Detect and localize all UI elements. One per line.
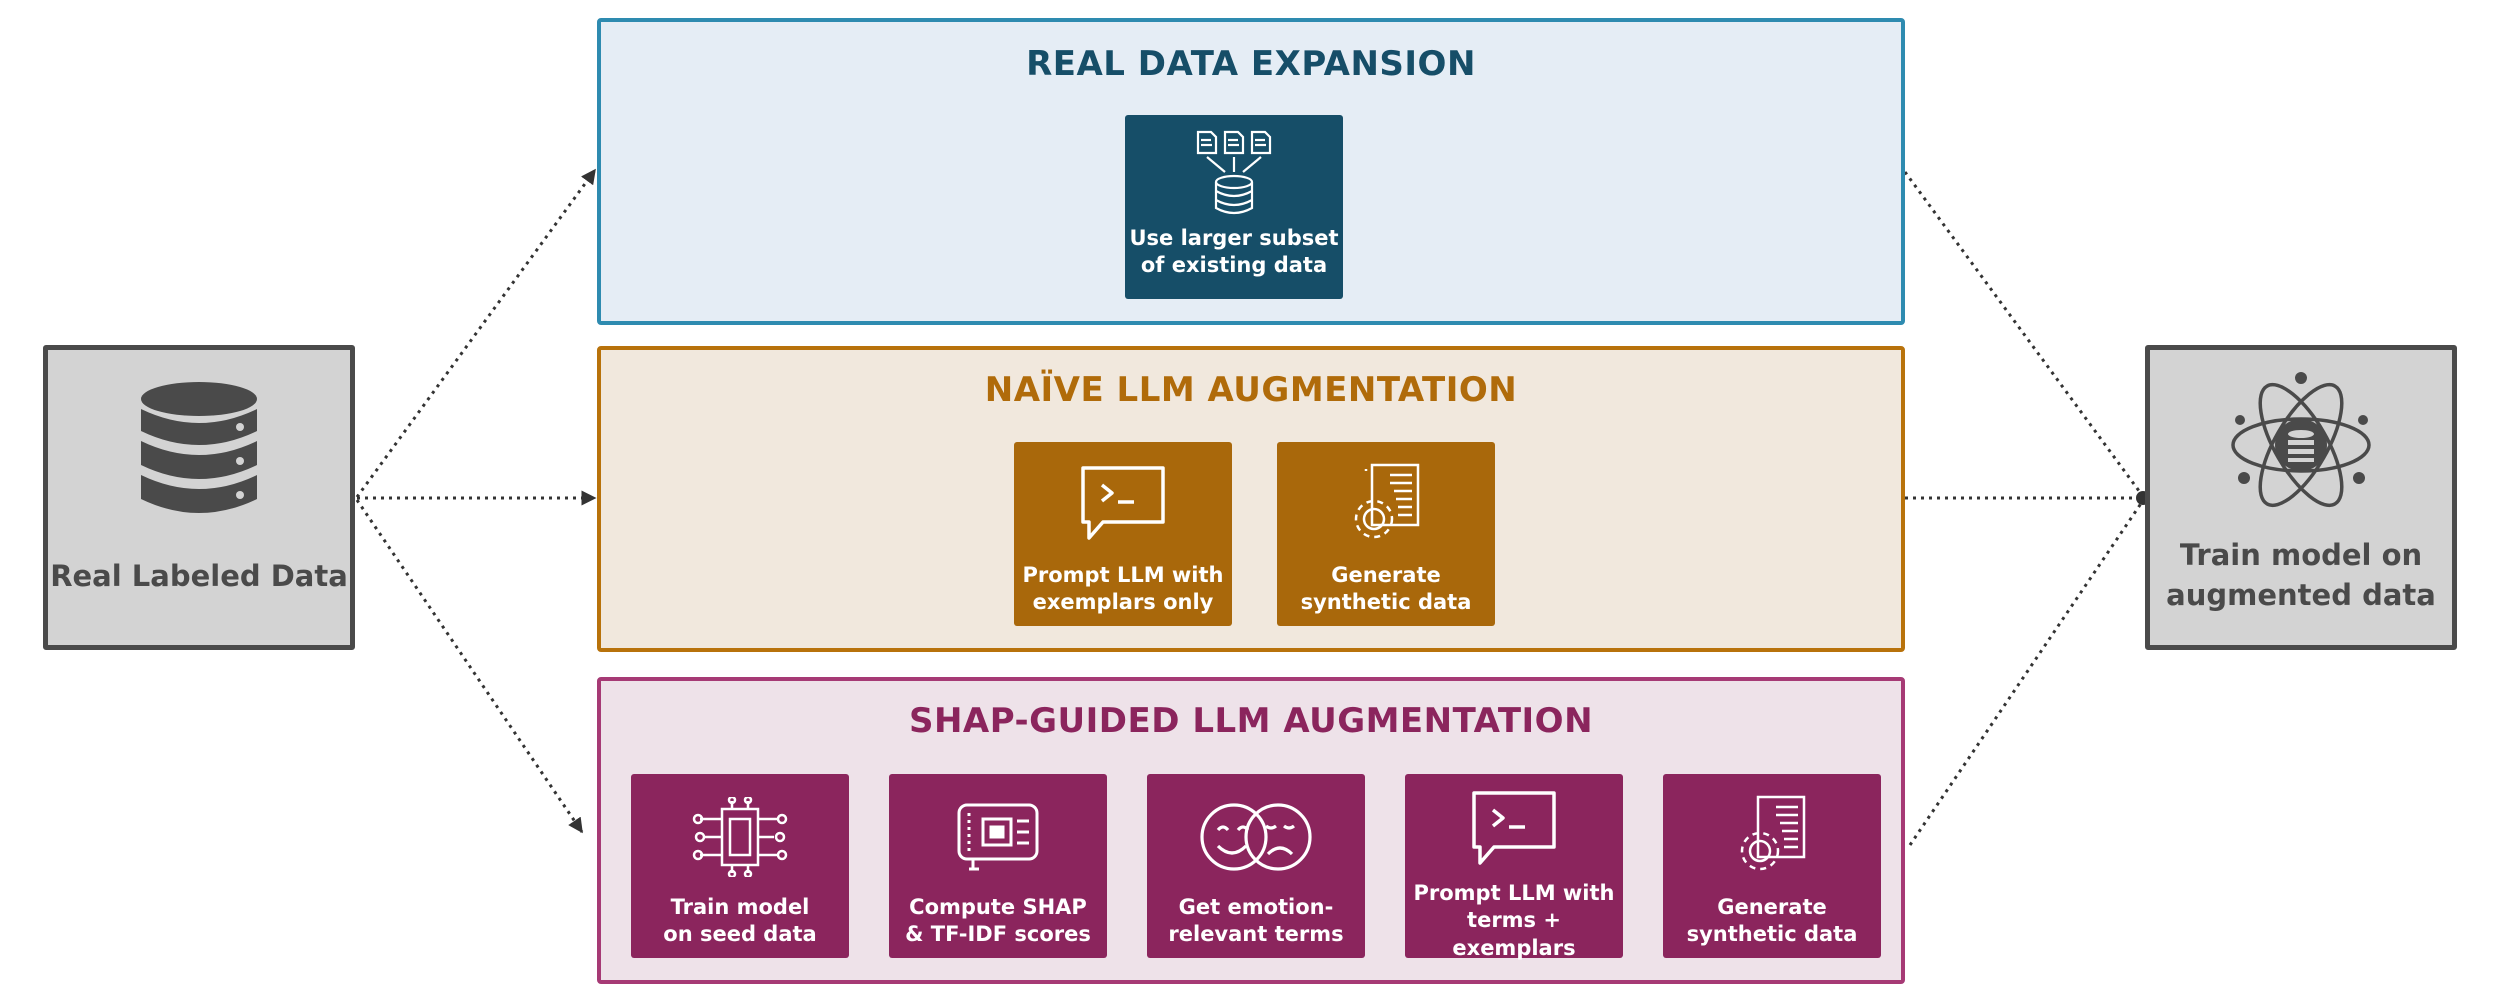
shap-guided-llm-augmentation-title: SHAP-GUIDED LLM AUGMENTATION — [908, 701, 1594, 741]
step-label-line2: relevant terms — [1168, 922, 1344, 947]
step-label-line1: Generate — [1331, 563, 1441, 587]
naive-llm-augmentation-title: NAÏVE LLM AUGMENTATION — [984, 370, 1518, 410]
step-label: Generate synthetic data — [1687, 894, 1858, 949]
real-data-expansion-panel: REAL DATA EXPANSION — [597, 18, 1905, 325]
step-label-line2: synthetic data — [1686, 922, 1858, 947]
step-label-line2: of existing data — [1140, 253, 1328, 278]
step-label: Generate synthetic data — [1301, 562, 1472, 617]
neural-network-icon — [692, 788, 788, 886]
step-train-model-seed: Train model on seed data — [631, 774, 849, 958]
step-label-line2: exemplars only — [1032, 590, 1214, 615]
step-label: Prompt LLM with terms + exemplars — [1405, 880, 1623, 962]
step-label-line1: Generate — [1717, 895, 1827, 919]
shap-to-target-line — [1908, 501, 2144, 846]
step-label: Train model on seed data — [663, 894, 816, 949]
step-label-line1: Prompt LLM with — [1413, 881, 1615, 905]
step-label-line1: Use larger subset — [1129, 226, 1339, 250]
step-label-line2: synthetic data — [1300, 590, 1472, 615]
step-label: Compute SHAP & TF-IDF scores — [905, 894, 1091, 949]
step-generate-synthetic-data: Generate synthetic data — [1277, 442, 1495, 626]
step-use-larger-subset: Use larger subset of existing data — [1125, 115, 1343, 299]
prompt-terminal-icon — [1469, 788, 1559, 872]
document-gear-icon — [1344, 456, 1428, 554]
step-label-line1: Prompt LLM with — [1022, 563, 1224, 587]
step-label-line2: terms + exemplars — [1452, 908, 1576, 960]
prompt-terminal-icon — [1078, 456, 1168, 554]
source-real-labeled-data: Real Labeled Data — [43, 345, 355, 650]
chip-dashboard-icon — [953, 788, 1043, 886]
target-train-model: Train model on augmented data — [2145, 345, 2457, 650]
step-label-line1: Compute SHAP — [909, 895, 1087, 919]
source-label: Real Labeled Data — [50, 558, 348, 593]
target-label-line2: augmented data — [2166, 577, 2436, 612]
real-data-expansion-title: REAL DATA EXPANSION — [1026, 44, 1476, 84]
atom-database-icon — [2226, 370, 2376, 524]
database-icon — [134, 379, 264, 533]
document-gear-icon — [1730, 788, 1814, 886]
step-label-line2: & TF-IDF scores — [905, 922, 1091, 947]
step-label: Use larger subset of existing data — [1129, 225, 1338, 280]
naive-llm-augmentation-panel: NAÏVE LLM AUGMENTATION Prompt LLM with e… — [597, 346, 1905, 652]
step-compute-shap-tfidf: Compute SHAP & TF-IDF scores — [889, 774, 1107, 958]
step-label: Get emotion- relevant terms — [1168, 894, 1343, 949]
source-to-real-arrow — [355, 168, 597, 498]
step-label: Prompt LLM with exemplars only — [1023, 562, 1224, 617]
real-to-target-line — [1903, 171, 2144, 496]
step-label-line2: on seed data — [663, 922, 817, 947]
source-to-shap-arrow — [355, 499, 584, 834]
step-label-line1: Get emotion- — [1178, 895, 1334, 919]
target-label-line1: Train model on — [2179, 538, 2423, 573]
step-prompt-llm-terms: Prompt LLM with terms + exemplars — [1405, 774, 1623, 960]
documents-to-database-icon — [1192, 127, 1276, 217]
target-label: Train model on augmented data — [2166, 536, 2436, 614]
step-generate-synthetic-data: Generate synthetic data — [1663, 774, 1881, 958]
shap-guided-llm-augmentation-panel: SHAP-GUIDED LLM AUGMENTATION — [597, 677, 1905, 984]
step-prompt-llm-exemplars: Prompt LLM with exemplars only — [1014, 442, 1232, 626]
step-label-line1: Train model — [670, 895, 810, 919]
emotion-faces-icon — [1196, 788, 1316, 886]
step-get-emotion-terms: Get emotion- relevant terms — [1147, 774, 1365, 958]
